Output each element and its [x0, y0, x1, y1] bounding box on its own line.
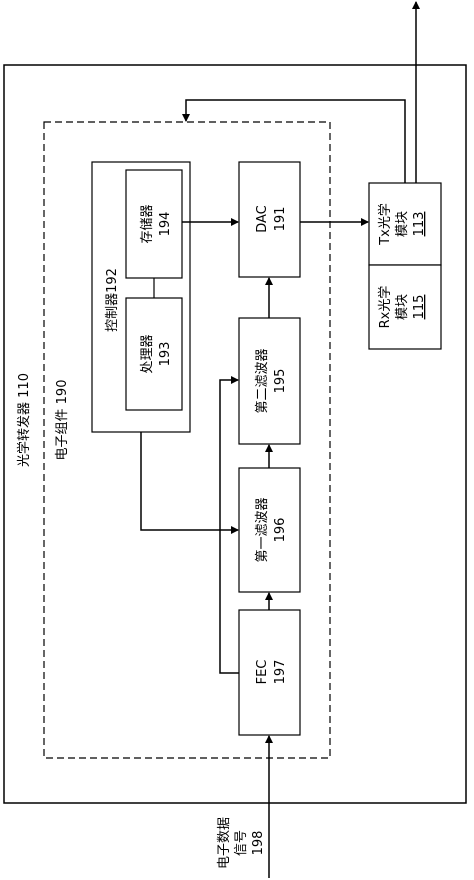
arrow-fec-to-second-filter: [219, 376, 239, 674]
controller-label: 控制器192: [105, 268, 120, 332]
tx-module-label: Tx光学 模块 113: [377, 203, 427, 246]
svg-text:198: 198: [251, 831, 266, 856]
svg-text:处理器: 处理器: [140, 334, 155, 373]
first-filter-label: 第一滤波器 196: [255, 497, 288, 562]
svg-text:195: 195: [273, 369, 288, 394]
optical-transceiver-box: [3, 64, 467, 804]
arrow-feedback-to-assembly: [182, 99, 406, 183]
svg-text:FEC: FEC: [255, 660, 270, 685]
svg-text:模块: 模块: [395, 211, 410, 237]
rx-optical-module-box: [368, 264, 442, 350]
svg-text:信号: 信号: [234, 830, 249, 856]
svg-text:电子组件 190: 电子组件 190: [55, 380, 70, 461]
svg-text:存储器: 存储器: [140, 204, 155, 243]
svg-text:第二滤波器: 第二滤波器: [255, 348, 270, 413]
transceiver-label: 光学转发器 110: [16, 373, 32, 467]
fec-label: FEC 197: [255, 660, 288, 685]
svg-text:Tx光学: Tx光学: [377, 203, 393, 246]
electronic-assembly-label: 电子组件 190: [55, 380, 70, 461]
svg-text:光学转发器 110: 光学转发器 110: [16, 373, 32, 467]
svg-text:第一滤波器: 第一滤波器: [255, 497, 270, 562]
processor-box: [125, 297, 183, 411]
dac-box: [238, 161, 301, 278]
svg-text:193: 193: [158, 342, 173, 367]
rx-module-label: Rx光学 模块 115: [377, 286, 427, 329]
svg-text:模块: 模块: [395, 294, 410, 320]
processor-label: 处理器 193: [140, 334, 173, 373]
arrow-controller-to-first-filter: [140, 432, 239, 534]
svg-text:控制器192: 控制器192: [105, 268, 120, 332]
dac-label: DAC 191: [255, 205, 288, 233]
memory-label: 存储器 194: [140, 204, 173, 243]
input-signal-label: 电子数据 信号 198: [217, 817, 266, 869]
first-filter-box: [238, 467, 301, 593]
svg-text:194: 194: [158, 212, 173, 237]
svg-text:115: 115: [412, 295, 427, 320]
svg-text:Rx光学: Rx光学: [377, 286, 393, 329]
svg-text:197: 197: [273, 660, 288, 685]
tx-optical-module-box: [368, 182, 442, 266]
second-filter-label: 第二滤波器 195: [255, 348, 288, 413]
svg-text:电子数据: 电子数据: [217, 817, 232, 869]
svg-text:DAC: DAC: [255, 205, 270, 233]
svg-text:196: 196: [273, 518, 288, 543]
electronic-assembly-box: [43, 121, 331, 759]
svg-text:191: 191: [273, 207, 288, 232]
svg-text:113: 113: [412, 212, 427, 237]
memory-box: [125, 169, 183, 279]
